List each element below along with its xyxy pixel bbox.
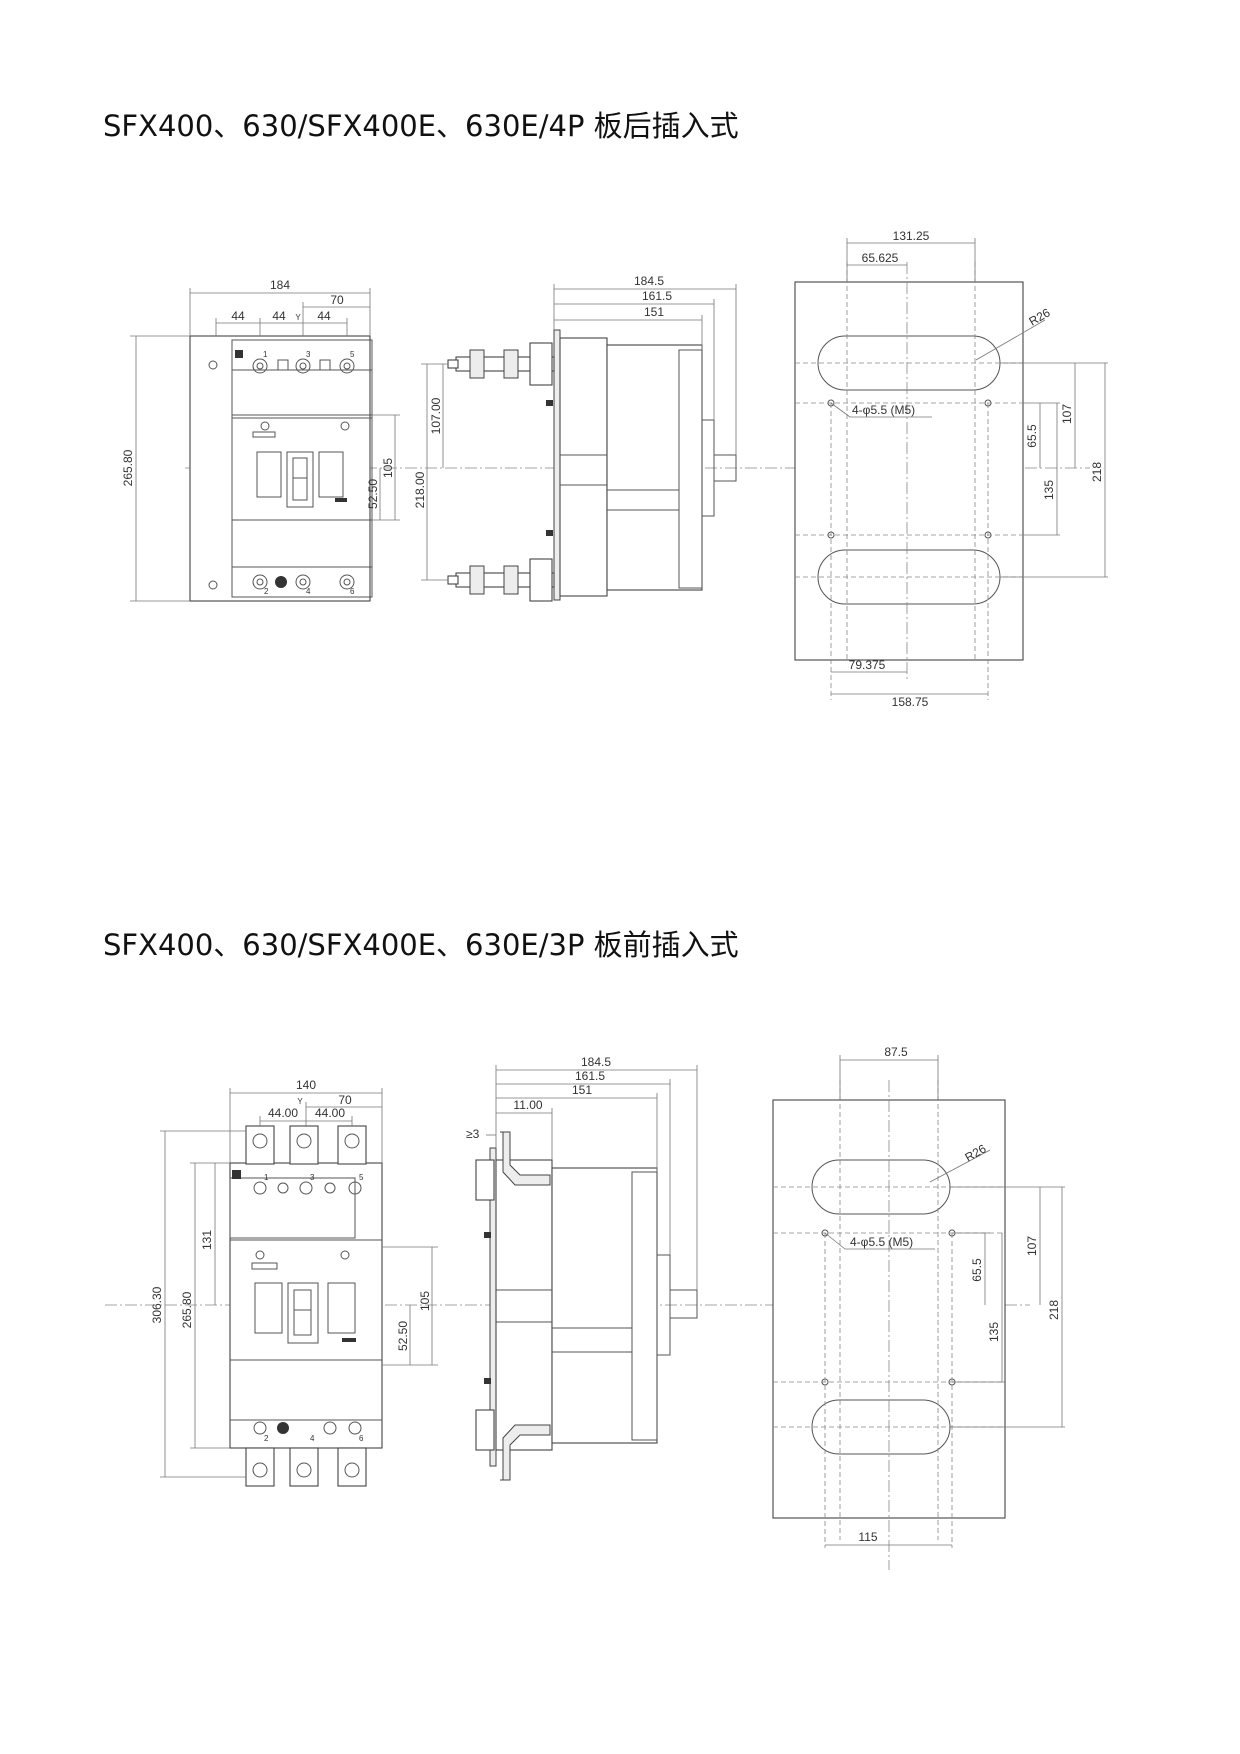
front-view-dimensions: 140 70 Y 44.00 44.00 306.30 265.80 131 1… bbox=[150, 1078, 438, 1478]
breaker-side-view bbox=[447, 329, 737, 602]
dim-pitch-1: 44.00 bbox=[268, 1106, 298, 1120]
breaker-side-view bbox=[475, 1131, 698, 1481]
terminal-label-3: 3 bbox=[306, 350, 311, 359]
terminal-label-2: 2 bbox=[264, 1434, 269, 1443]
dim-hole-pitch-x: 158.75 bbox=[892, 695, 929, 709]
terminal-label-1: 1 bbox=[263, 350, 268, 359]
dim-height: 265.80 bbox=[121, 449, 135, 486]
terminal-label-5: 5 bbox=[359, 1173, 364, 1182]
dim-pitch-2: 44 bbox=[272, 309, 286, 323]
dim-depth-mid: 161.5 bbox=[575, 1069, 605, 1083]
dim-slot-pitch: 131.25 bbox=[893, 229, 930, 243]
dim-pitch-1: 44 bbox=[231, 309, 245, 323]
dim-pitch-3: 44 bbox=[317, 309, 331, 323]
terminal-label-5: 5 bbox=[350, 350, 355, 359]
terminal-labels-bottom: 2 4 6 bbox=[264, 1434, 364, 1443]
dim-depth-mid: 161.5 bbox=[642, 289, 672, 303]
dim-handle-zone: 105 bbox=[381, 458, 395, 478]
dim-hole-half-y: 65.5 bbox=[1025, 424, 1039, 448]
terminal-label-4: 4 bbox=[306, 587, 311, 596]
dim-slot-span: 218 bbox=[1090, 462, 1104, 482]
terminal-labels-top: 1 3 5 bbox=[263, 350, 355, 359]
label-mounting-holes: 4-φ5.5 (M5) bbox=[850, 1235, 913, 1249]
diagram-rear-4p: 1 3 5 2 4 6 184 70 44 44 Y 44 265.80 105… bbox=[121, 229, 1108, 709]
dim-handle-zone: 105 bbox=[418, 1291, 432, 1311]
terminal-label-6: 6 bbox=[359, 1434, 364, 1443]
axis-mark-y: Y bbox=[297, 1097, 303, 1106]
panel-cutout-4p bbox=[794, 262, 1024, 700]
diagram-front-3p: 1 3 5 2 4 6 140 70 Y 44.00 44.00 306.30 … bbox=[105, 1045, 1065, 1570]
dim-stud-half: 107.00 bbox=[429, 397, 443, 434]
terminal-labels-bottom: 2 4 6 bbox=[264, 587, 355, 596]
dim-hole-half-y: 65.5 bbox=[970, 1258, 984, 1282]
dim-width: 184 bbox=[270, 278, 290, 292]
panel-cutout-3p-dimensions: 87.5 R26 4-φ5.5 (M5) 115 65.5 135 107 21… bbox=[824, 1045, 1065, 1546]
dim-slot-half: 107 bbox=[1025, 1236, 1039, 1256]
dim-handle-offset: 52.50 bbox=[396, 1321, 410, 1351]
section-title-rear-4p: SFX400、630/SFX400E、630E/4P 板后插入式 bbox=[103, 109, 739, 143]
terminal-label-2: 2 bbox=[264, 587, 269, 596]
breaker-front-view bbox=[189, 335, 373, 602]
dim-slot-pitch: 87.5 bbox=[884, 1045, 908, 1059]
section-title-front-3p: SFX400、630/SFX400E、630E/3P 板前插入式 bbox=[103, 928, 739, 962]
dim-half-slot-pitch: 65.625 bbox=[862, 251, 899, 265]
terminal-label-4: 4 bbox=[310, 1434, 315, 1443]
dim-width: 140 bbox=[296, 1078, 316, 1092]
panel-cutout-4p-dimensions: 131.25 65.625 R26 4-φ5.5 (M5) 158.75 79.… bbox=[830, 229, 1108, 709]
dim-center-offset: 70 bbox=[330, 293, 344, 307]
dim-depth-body: 151 bbox=[572, 1083, 592, 1097]
dim-slot-half: 107 bbox=[1060, 404, 1074, 424]
dim-overall-height: 306.30 bbox=[150, 1286, 164, 1323]
dim-depth-total: 184.5 bbox=[634, 274, 664, 288]
dim-hole-pitch-y: 135 bbox=[987, 1322, 1001, 1342]
dim-handle-offset: 52.50 bbox=[366, 479, 380, 509]
dim-center-offset: 70 bbox=[338, 1093, 352, 1107]
dim-stud-span: 218.00 bbox=[413, 471, 427, 508]
axis-mark-y: Y bbox=[295, 313, 301, 322]
terminal-label-3: 3 bbox=[310, 1173, 315, 1182]
dim-hole-offset-x: 79.375 bbox=[849, 658, 886, 672]
label-mounting-holes: 4-φ5.5 (M5) bbox=[852, 403, 915, 417]
terminal-label-1: 1 bbox=[264, 1173, 269, 1182]
dim-slot-span: 218 bbox=[1047, 1300, 1061, 1320]
dim-upper-height: 131 bbox=[200, 1230, 214, 1250]
dim-depth-total: 184.5 bbox=[581, 1055, 611, 1069]
dim-hole-pitch-y: 135 bbox=[1042, 480, 1056, 500]
dim-hole-pitch-x: 115 bbox=[858, 1530, 877, 1544]
dim-busbar-offset: 11.00 bbox=[513, 1098, 542, 1112]
side-view-dimensions: 184.5 161.5 151 11.00 ≥3 bbox=[466, 1055, 698, 1290]
dim-pitch-2: 44.00 bbox=[315, 1106, 345, 1120]
terminal-label-6: 6 bbox=[350, 587, 355, 596]
dim-body-height: 265.80 bbox=[180, 1291, 194, 1328]
side-view-dimensions: 184.5 161.5 151 218.00 107.00 bbox=[413, 274, 737, 581]
front-view-dimensions: 184 70 44 44 Y 44 265.80 105 52.50 bbox=[121, 278, 400, 602]
breaker-front-view bbox=[229, 1125, 383, 1487]
panel-cutout-3p bbox=[772, 1080, 1006, 1570]
dim-depth-body: 151 bbox=[644, 305, 664, 319]
terminal-labels-top: 1 3 5 bbox=[264, 1173, 364, 1182]
dim-slot-radius: R26 bbox=[1027, 305, 1053, 328]
dim-plate-thickness: ≥3 bbox=[466, 1127, 480, 1141]
